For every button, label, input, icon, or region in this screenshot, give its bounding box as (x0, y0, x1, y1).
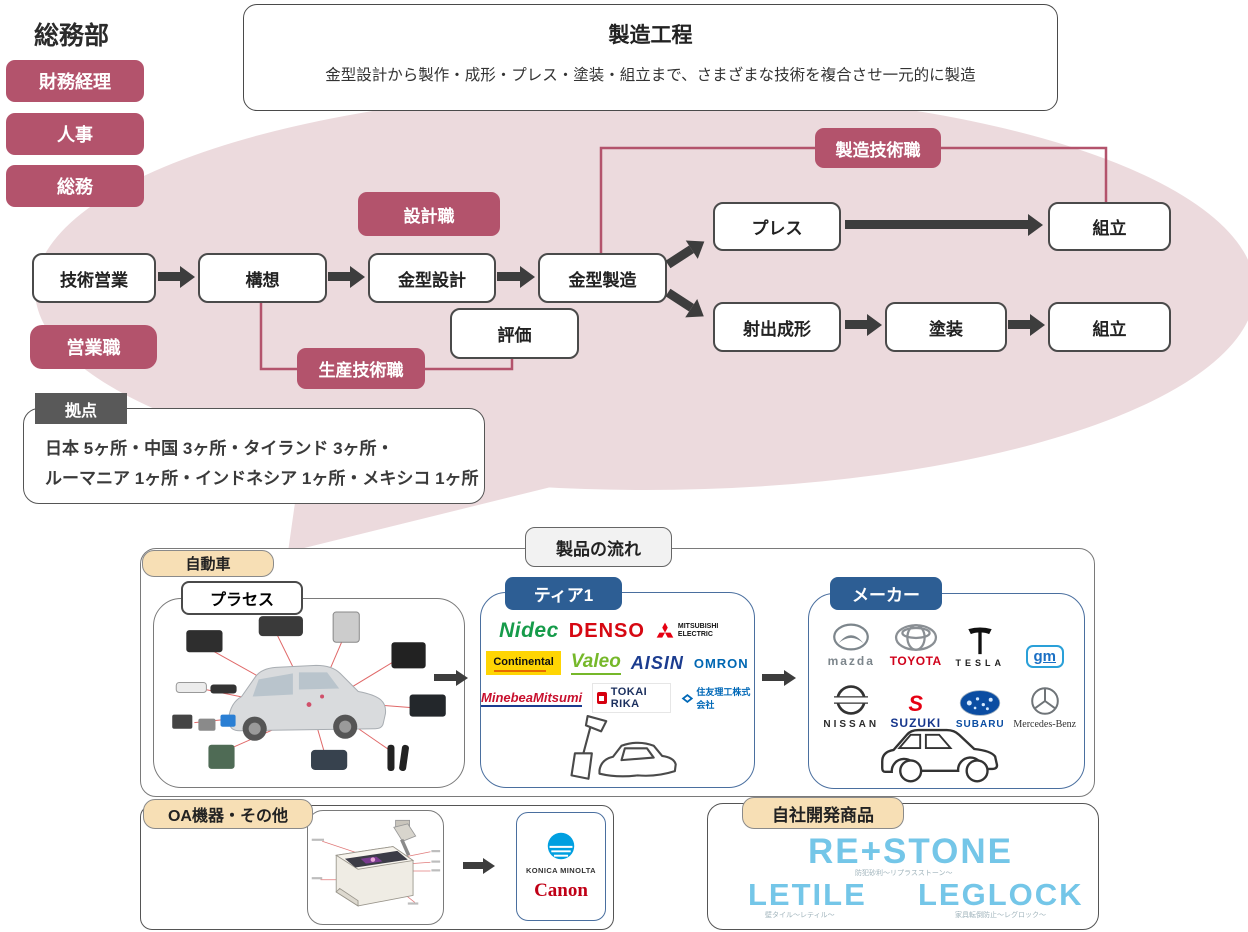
mercedes-icon (1030, 687, 1059, 715)
nissan-icon (834, 685, 869, 715)
arrow-printer-to-brands (463, 862, 483, 869)
dept-item-general: 総務 (6, 165, 144, 207)
logo-aisin: AISIN (630, 652, 684, 673)
maker-mazda: mazda (819, 612, 884, 668)
maker-badge: メーカー (830, 577, 942, 610)
arrow-concept-to-design (328, 272, 350, 281)
role-badge-prod-tech: 生産技術職 (297, 348, 425, 389)
canon-wordmark: Canon (534, 880, 588, 901)
maker-panel: mazda TOYOTA TESLA gm (808, 593, 1085, 789)
logo-sumitomo-riko: 住友理工株式会社 (681, 685, 754, 711)
logo-nidec: Nidec (499, 619, 559, 642)
mitsubishi-diamonds-icon (656, 622, 674, 638)
logo-mitsubishi-electric: MITSUBISHI ELECTRIC (655, 622, 736, 640)
role-badge-mfg-tech: 製造技術職 (815, 128, 941, 168)
konica-minolta-wordmark: KONICA MINOLTA (525, 866, 597, 875)
product-restone: RE+STONE (808, 832, 1013, 871)
dept-item-hr: 人事 (6, 113, 144, 155)
automobile-badge: 自動車 (142, 550, 274, 577)
car-outline-sketch (881, 728, 999, 783)
tokai-rika-icon (597, 692, 607, 704)
tesla-icon (968, 627, 992, 655)
maker-mercedes: Mercedes-Benz (1013, 674, 1078, 730)
logo-denso: DENSO (568, 619, 645, 642)
product-flow-title: 製品の流れ (525, 527, 672, 567)
arrow-sales-to-concept (158, 272, 180, 281)
arrow-design-to-mfg (497, 272, 520, 281)
locations-panel (23, 408, 485, 504)
process-subtitle: 金型設計から製作・成形・プレス・塗装・組立まで、さまざまな技術を複合させ一元的に… (325, 67, 976, 84)
flow-node-mold-design: 金型設計 (368, 253, 496, 303)
maker-gm: gm (1013, 612, 1078, 668)
flow-node-evaluation: 評価 (450, 308, 579, 359)
process-parts-panel (153, 598, 465, 788)
maker-toyota: TOYOTA (884, 612, 949, 668)
flow-node-mold-mfg: 金型製造 (538, 253, 667, 303)
suzuki-icon: S (908, 691, 924, 716)
maker-suzuki: S SUZUKI (890, 691, 942, 731)
flow-node-painting: 塗装 (885, 302, 1007, 352)
maker-subaru: SUBARU (948, 674, 1013, 730)
flow-node-concept: 構想 (198, 253, 327, 303)
locations-text: 日本 5ヶ所・中国 3ヶ所・タイランド 3ヶ所・ ルーマニア 1ヶ所・インドネシ… (45, 434, 479, 494)
dept-title: 総務部 (34, 22, 110, 50)
role-badge-design: 設計職 (358, 192, 500, 236)
flow-node-assembly-bottom: 組立 (1048, 302, 1171, 352)
oa-badge: OA機器・その他 (143, 799, 313, 829)
flow-node-tech-sales: 技術営業 (32, 253, 156, 303)
tier1-panel: Nidec DENSO MITSUBISHI ELECTRIC Continen… (480, 592, 755, 788)
printer-panel (307, 810, 444, 925)
logo-omron: OMRON (693, 655, 749, 671)
sumitomo-diamond-icon (681, 693, 693, 703)
locations-line1: 日本 5ヶ所・中国 3ヶ所・タイランド 3ヶ所・ (45, 439, 394, 458)
car-body-frame-sketch (570, 715, 677, 780)
arrow-painting-to-assembly (1008, 320, 1030, 329)
arrow-tier1-to-maker (762, 674, 784, 681)
oa-brands-panel: KONICA MINOLTA Canon (516, 812, 606, 921)
maker-nissan: NISSAN (819, 674, 884, 730)
subaru-icon (960, 690, 1001, 716)
logo-continental: Continental (486, 651, 561, 675)
process-banner: 製造工程 金型設計から製作・成形・プレス・塗装・組立まで、さまざまな技術を複合さ… (243, 4, 1058, 111)
flow-node-assembly-top: 組立 (1048, 202, 1171, 251)
maker-tesla: TESLA (948, 612, 1013, 668)
toyota-icon (894, 624, 937, 651)
flow-node-press: プレス (713, 202, 841, 251)
arrow-press-to-assembly (845, 220, 1028, 229)
logo-minebea-mitsumi: MinebeaMitsumi (481, 689, 583, 707)
konica-minolta-globe-icon (547, 832, 575, 860)
locations-line2: ルーマニア 1ヶ所・インドネシア 1ヶ所・メキシコ 1ヶ所 (45, 468, 479, 488)
process-title: 製造工程 (608, 24, 693, 47)
logo-tokai-rika: TOKAI RIKA (592, 683, 671, 713)
tier1-badge: ティア1 (505, 577, 622, 610)
product-leglock: LEGLOCK (918, 877, 1084, 912)
flow-node-injection: 射出成形 (713, 302, 841, 352)
inhouse-badge: 自社開発商品 (742, 797, 904, 829)
printer-illustration (311, 819, 441, 907)
locations-badge: 拠点 (35, 393, 127, 424)
product-restone-caption: 防犯砂利〜リプラスストーン〜 (855, 870, 953, 877)
role-badge-sales: 営業職 (30, 325, 157, 369)
dept-item-finance: 財務経理 (6, 60, 144, 102)
product-letile-caption: 壁タイル〜レティル〜 (765, 912, 835, 919)
arrow-injection-to-painting (845, 320, 867, 329)
logo-valeo: Valeo (570, 651, 621, 675)
process-parts-label: プラセス (181, 581, 303, 615)
car-parts-illustration (172, 611, 446, 771)
product-letile: LETILE (748, 877, 867, 912)
arrow-parts-to-tier1 (434, 674, 456, 681)
product-leglock-caption: 家具転倒防止〜レグロック〜 (955, 912, 1046, 919)
mazda-icon (833, 623, 870, 651)
